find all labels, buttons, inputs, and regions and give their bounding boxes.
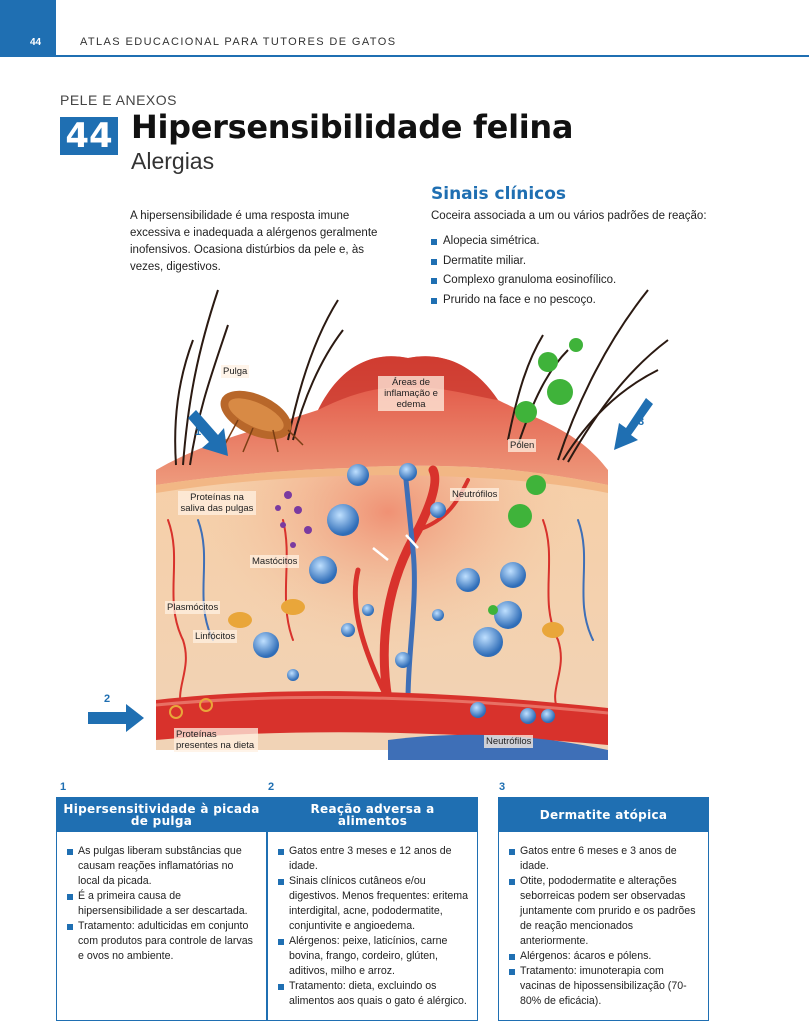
arrow-1-icon	[188, 410, 228, 456]
list-item: Sinais clínicos cutâneos e/ou digestivos…	[278, 874, 469, 934]
bullet-square-icon	[509, 879, 515, 885]
card-title: Hipersensitividade à picada de pulga	[57, 798, 266, 832]
card-list: Gatos entre 3 meses e 12 anos de idade. …	[268, 832, 477, 1009]
list-item: Alérgenos: peixe, laticínios, carne bovi…	[278, 934, 469, 979]
clinical-signs-title: Sinais clínicos	[431, 184, 567, 204]
card-1-number: 1	[60, 781, 67, 793]
clinical-signs-list: Alopecia simétrica. Dermatite miliar. Co…	[431, 232, 616, 310]
label-polen: Pólen	[508, 439, 537, 452]
label-areas-inflamacao: Áreas de inflamação e edema	[378, 376, 444, 411]
page-subtitle: Alergias	[131, 148, 215, 174]
label-linfocitos: Linfócitos	[193, 630, 238, 643]
running-title: ATLAS EDUCACIONAL PARA TUTORES DE GATOS	[80, 36, 397, 48]
bullet-square-icon	[278, 879, 284, 885]
list-item: Otite, pododermatite e alterações seborr…	[509, 874, 700, 949]
chapter-number-badge: 44	[60, 117, 118, 155]
bullet-square-icon	[67, 849, 73, 855]
list-item: Complexo granuloma eosinofílico.	[431, 271, 616, 291]
card-3-number: 3	[499, 781, 506, 793]
arrow-graphics	[88, 398, 653, 732]
page-number: 44	[30, 37, 42, 48]
list-item: Tratamento: dieta, excluindo os alimento…	[278, 979, 469, 1009]
label-neutrofilos-top: Neutrófilos	[450, 488, 500, 501]
bullet-square-icon	[431, 258, 437, 265]
skin-cross-section-drawing	[88, 289, 669, 760]
pollen-grains	[488, 338, 583, 615]
bullet-square-icon	[278, 984, 284, 990]
bullet-square-icon	[67, 924, 73, 930]
marker-2: 2	[104, 693, 111, 705]
flea-illustration	[220, 390, 304, 453]
list-item: Tratamento: adulticidas em conjunto com …	[67, 919, 258, 964]
dermis-border	[156, 465, 608, 493]
label-neutrofilos-bottom: Neutrófilos	[484, 735, 534, 748]
card-2-number: 2	[268, 781, 275, 793]
bullet-square-icon	[509, 969, 515, 975]
bullet-square-icon	[431, 297, 437, 304]
list-item: Dermatite miliar.	[431, 252, 616, 272]
list-item: Tratamento: imunoterapia com vacinas de …	[509, 964, 700, 1009]
bullet-square-icon	[509, 849, 515, 855]
label-plasmocitos: Plasmócitos	[165, 601, 221, 614]
clinical-signs-intro: Coceira associada a um ou vários padrões…	[431, 210, 707, 222]
section-label: PELE E ANEXOS	[60, 92, 177, 108]
card-list: Gatos entre 6 meses e 3 anos de idade. O…	[499, 832, 708, 1009]
food-proteins	[169, 698, 213, 719]
skin-allergy-illustration: Pulga Áreas de inflamação e edema Pólen …	[88, 280, 708, 760]
list-item: É a primeira causa de hipersensibilidade…	[67, 889, 258, 919]
label-pulga: Pulga	[221, 365, 250, 378]
page-number-tab: 44	[0, 0, 56, 57]
header-rule	[56, 55, 809, 57]
card-flea-hypersensitivity: Hipersensitividade à picada de pulga As …	[56, 797, 267, 1021]
migration-arrows	[372, 534, 419, 561]
bullet-square-icon	[67, 894, 73, 900]
page-title: Hipersensibilidade felina	[131, 108, 574, 146]
card-title: Reação adversa a alimentos	[268, 798, 477, 832]
bullet-square-icon	[278, 939, 284, 945]
label-mastocitos: Mastócitos	[250, 555, 300, 568]
list-item: Prurido na face e no pescoço.	[431, 291, 616, 311]
bullet-square-icon	[431, 239, 437, 245]
arrow-3-icon	[614, 398, 653, 450]
list-item: Alopecia simétrica.	[431, 232, 616, 252]
card-title: Dermatite atópica	[499, 798, 708, 832]
flea-saliva-proteins	[275, 491, 312, 548]
card-atopic-dermatitis: Dermatite atópica Gatos entre 6 meses e …	[498, 797, 709, 1021]
list-item: Alérgenos: ácaros e pólens.	[509, 949, 700, 964]
bullet-square-icon	[278, 849, 284, 855]
card-list: As pulgas liberam substâncias que causam…	[57, 832, 266, 964]
bullet-square-icon	[509, 954, 515, 960]
label-proteinas-saliva: Proteínas na saliva das pulgas	[178, 491, 256, 515]
epidermis-layer	[156, 356, 608, 485]
plasma-cells	[228, 599, 564, 638]
marker-1: 1	[195, 426, 202, 438]
card-food-reaction: Reação adversa a alimentos Gatos entre 3…	[267, 797, 478, 1021]
immune-cells	[253, 463, 555, 724]
bullet-square-icon	[431, 278, 437, 284]
hair-strands	[174, 289, 669, 466]
intro-paragraph: A hipersensibilidade é uma resposta imun…	[130, 210, 378, 273]
list-item: Gatos entre 6 meses e 3 anos de idade.	[509, 844, 700, 874]
arrow-2-icon	[88, 704, 144, 732]
list-item: Gatos entre 3 meses e 12 anos de idade.	[278, 844, 469, 874]
label-proteinas-dieta: Proteínas presentes na dieta	[174, 728, 258, 752]
marker-3: 3	[638, 416, 645, 428]
list-item: As pulgas liberam substâncias que causam…	[67, 844, 258, 889]
